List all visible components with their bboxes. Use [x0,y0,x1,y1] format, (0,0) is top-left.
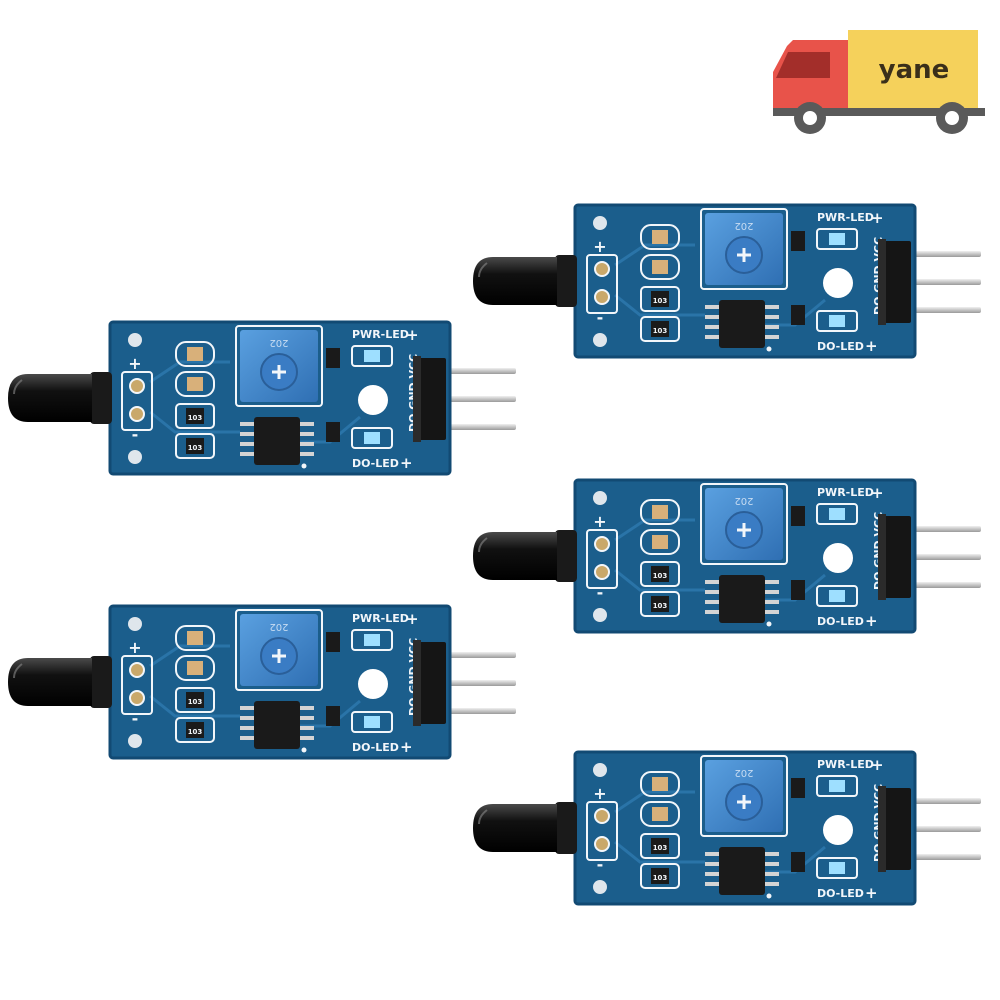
silkscreen-minus-label: - [132,709,139,728]
silkscreen-plus-label: + [871,756,884,774]
silkscreen-res-label: 103 [653,602,668,610]
silkscreen-minus-label: - [132,425,139,444]
silkscreen-plus-label: + [865,884,878,902]
silkscreen-pot-label: 202 [269,337,288,348]
silkscreen-plus-label: + [593,237,606,256]
silkscreen-pot-label: 202 [734,220,753,231]
silkscreen-pwr-label: PWR-LED [817,486,874,499]
sensor-board-left-bottom: + - 103 103 202 [8,604,516,760]
silkscreen-res-label: 103 [188,698,203,706]
brand-logo: yane [773,30,985,134]
silkscreen-plus-label: + [865,612,878,630]
silkscreen-res-label: 103 [653,874,668,882]
silkscreen-res-label: 103 [653,297,668,305]
silkscreen-plus-label: + [128,354,141,373]
silkscreen-plus-label: + [128,638,141,657]
sensor-board-right-bottom: + - 103 103 202 [473,750,981,906]
silkscreen-res-label: 103 [188,414,203,422]
silkscreen-plus-label: + [871,209,884,227]
silkscreen-res-label: 103 [653,572,668,580]
silkscreen-pwr-label: PWR-LED [352,328,409,341]
silkscreen-minus-label: - [597,583,604,602]
sensor-board-right-middle: + - 103 103 202 [473,478,981,634]
silkscreen-res-label: 103 [188,728,203,736]
silkscreen-pwr-label: PWR-LED [817,758,874,771]
silkscreen-pwr-label: PWR-LED [352,612,409,625]
silkscreen-doled-label: DO-LED [817,340,864,353]
silkscreen-doled-label: DO-LED [352,457,399,470]
sensor-board-right-top: + - 103 103 202 [473,203,981,359]
silkscreen-minus-label: - [597,308,604,327]
silkscreen-res-label: 103 [653,327,668,335]
silkscreen-res-label: 103 [188,444,203,452]
silkscreen-pot-label: 202 [734,495,753,506]
silkscreen-pot-label: 202 [269,621,288,632]
silkscreen-plus-label: + [406,610,419,628]
silkscreen-doled-label: DO-LED [817,887,864,900]
silkscreen-plus-label: + [593,784,606,803]
brand-name: yane [879,55,950,85]
silkscreen-plus-label: + [400,454,413,472]
silkscreen-plus-label: + [871,484,884,502]
silkscreen-plus-label: + [593,512,606,531]
silkscreen-pwr-label: PWR-LED [817,211,874,224]
delivery-truck-icon [773,30,985,134]
silkscreen-pot-label: 202 [734,767,753,778]
silkscreen-plus-label: + [400,738,413,756]
silkscreen-plus-label: + [406,326,419,344]
silkscreen-doled-label: DO-LED [352,741,399,754]
silkscreen-res-label: 103 [653,844,668,852]
sensor-board-left-top: + - 103 103 202 [8,320,516,476]
silkscreen-doled-label: DO-LED [817,615,864,628]
silkscreen-minus-label: - [597,855,604,874]
silkscreen-plus-label: + [865,337,878,355]
